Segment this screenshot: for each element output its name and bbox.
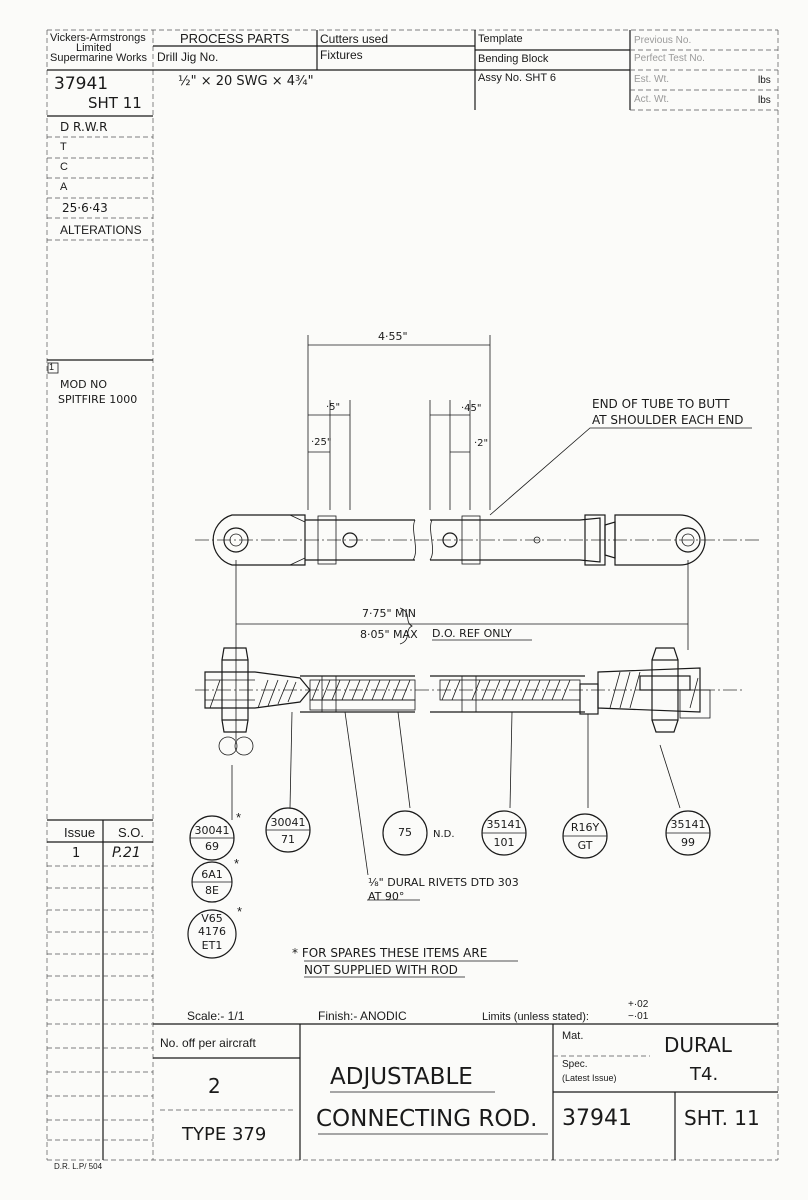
spec-latest-issue: (Latest Issue) xyxy=(562,1073,617,1083)
tolerance-minus: −·01 xyxy=(628,1011,649,1022)
part-bubble-4-top: 35141 xyxy=(486,818,522,831)
mod-number-label: MOD NO xyxy=(60,378,108,391)
lbs-label-1: lbs xyxy=(758,75,771,86)
limits-label: Limits (unless stated): xyxy=(482,1011,589,1023)
part-bubble-8-middle: 4176 xyxy=(198,925,226,938)
spec-value: T4. xyxy=(690,1064,719,1085)
not-drawn-label: N.D. xyxy=(433,829,455,840)
part-bubble-6-bottom: 99 xyxy=(681,836,695,849)
alterations-label: ALTERATIONS xyxy=(60,223,142,237)
part-bubble-1-bottom: 69 xyxy=(205,840,219,853)
spec-label: Spec. xyxy=(562,1059,588,1070)
part-bubble-8-top: V65 xyxy=(201,912,223,925)
drill-jig-label: Drill Jig No. xyxy=(157,50,219,64)
sheet-number: SHT. 11 xyxy=(684,1106,760,1130)
spares-note-line1: * FOR SPARES THESE ITEMS ARE xyxy=(292,946,488,960)
spares-note-line2: NOT SUPPLIED WITH ROD xyxy=(304,963,458,977)
traced-row: T xyxy=(60,141,67,153)
sheet-number-left: SHT 11 xyxy=(88,94,142,112)
material-label: Mat. xyxy=(562,1030,584,1042)
mod-aircraft: SPITFIRE 1000 xyxy=(58,393,138,406)
so-header: S.O. xyxy=(118,825,145,840)
est-weight-label: Est. Wt. xyxy=(634,74,669,85)
rivets-note-line1: ⅛" DURAL RIVETS DTD 303 xyxy=(368,876,519,889)
aircraft-type: TYPE 379 xyxy=(182,1124,267,1145)
finish-label: Finish:- ANODIC xyxy=(318,1009,407,1023)
material-value: DURAL xyxy=(664,1033,732,1057)
scale-label: Scale:- 1/1 xyxy=(187,1009,245,1023)
part-title-line1: ADJUSTABLE xyxy=(330,1064,473,1090)
length-min: 7·75" MIN xyxy=(362,607,417,620)
tolerance-plus: +·02 xyxy=(628,999,649,1010)
spares-asterisk-2: * xyxy=(234,856,240,871)
tube-note-line2: AT SHOULDER EACH END xyxy=(592,413,744,427)
part-bubble-8-bottom: ET1 xyxy=(201,939,223,952)
part-bubble-7-top: 6A1 xyxy=(201,868,223,881)
dim-right-small: ·2" xyxy=(474,438,489,449)
drawn-by: D R.W.R xyxy=(60,120,108,134)
part-bubble-5-bottom: GT xyxy=(577,839,593,852)
lbs-label-2: lbs xyxy=(758,95,771,106)
approved-row: A xyxy=(60,181,68,193)
dim-left-small: ·25" xyxy=(311,437,332,448)
dim-left-offset: ·5" xyxy=(326,402,341,413)
part-bubble-3: 75 xyxy=(398,826,412,839)
drawing-number-left: 37941 xyxy=(54,74,109,94)
issue-header: Issue xyxy=(64,825,96,840)
material-size: ½" × 20 SWG × 4¾" xyxy=(178,74,314,89)
template-label: Template xyxy=(478,33,523,45)
part-bubble-4-bottom: 101 xyxy=(493,836,515,849)
part-bubble-7-bottom: 8E xyxy=(205,884,219,897)
part-bubble-6-top: 35141 xyxy=(670,818,706,831)
act-weight-label: Act. Wt. xyxy=(634,94,669,105)
dim-overall-top: 4·55" xyxy=(378,330,408,343)
previous-no-label: Previous No. xyxy=(634,35,692,46)
drawing-number: 37941 xyxy=(562,1106,632,1131)
bending-block-label: Bending Block xyxy=(478,53,549,65)
process-parts-label: PROCESS PARTS xyxy=(180,31,290,46)
perfect-test-label: Perfect Test No. xyxy=(634,53,705,64)
so-value: P.21 xyxy=(112,845,141,861)
spares-asterisk-3: * xyxy=(237,904,243,919)
company-name-line2: Limited xyxy=(76,42,112,54)
mod-box-number: 1 xyxy=(49,362,55,372)
cutters-label: Cutters used xyxy=(320,32,389,46)
checked-row: C xyxy=(60,161,68,173)
do-ref-only: D.O. REF ONLY xyxy=(432,627,512,640)
part-bubble-1-top: 30041 xyxy=(194,824,230,837)
part-bubble-2-bottom: 71 xyxy=(281,833,295,846)
part-bubble-5-top: R16Y xyxy=(570,821,600,834)
company-name-line3: Supermarine Works xyxy=(50,52,147,64)
no-off-per-aircraft-label: No. off per aircraft xyxy=(160,1036,256,1050)
form-number: D.R. L.P/ 504 xyxy=(54,1162,103,1171)
rivets-note-line2: AT 90° xyxy=(368,890,405,903)
dim-right-offset: ·45" xyxy=(461,403,482,414)
drawing-date: 25·6·43 xyxy=(62,201,108,215)
part-bubble-2-top: 30041 xyxy=(270,816,306,829)
fixtures-label: Fixtures xyxy=(320,48,363,62)
company-name-line1: Vickers-Armstrongs xyxy=(50,32,146,44)
issue-value: 1 xyxy=(72,846,81,861)
quantity-per-aircraft: 2 xyxy=(208,1074,221,1098)
spares-asterisk-1: * xyxy=(236,810,242,825)
part-title-line2: CONNECTING ROD. xyxy=(316,1106,538,1132)
assy-no-label: Assy No. SHT 6 xyxy=(478,72,557,84)
tube-note-line1: END OF TUBE TO BUTT xyxy=(592,397,730,411)
length-max: 8·05" MAX xyxy=(360,628,418,641)
